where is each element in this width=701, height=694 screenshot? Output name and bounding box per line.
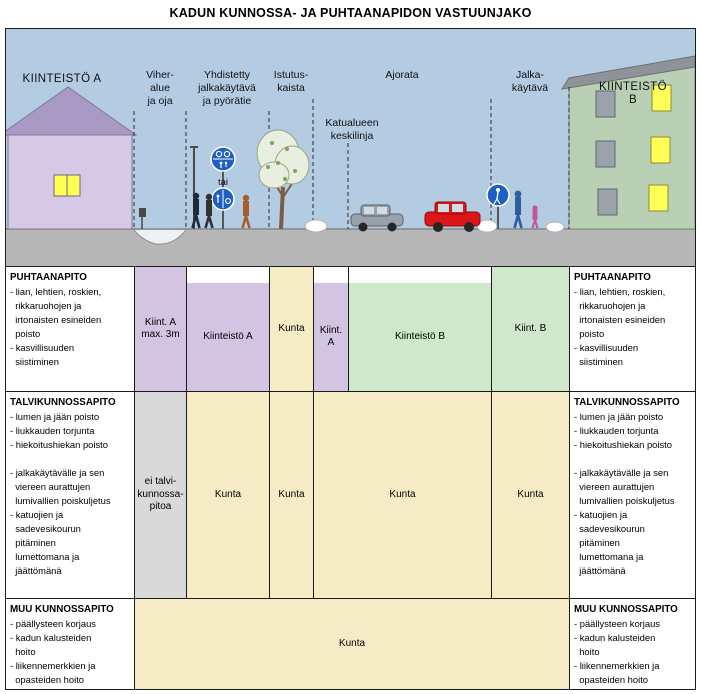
street-cross-section-illustration xyxy=(6,29,695,266)
row2-body-left: - lumen ja jään poisto - liukkauden torj… xyxy=(10,411,111,576)
row3-header-right: MUU KUNNOSSAPITO xyxy=(574,604,678,615)
row1-header-right: PUHTAANAPITO xyxy=(574,272,651,283)
label-yhdistetty-jalkakaytava: Yhdistetty jalkakäytävä ja pyörätie xyxy=(198,69,256,107)
cell-puhtaanapito-kunta: Kunta xyxy=(269,266,313,391)
cell-puhtaanapito-kiintB: Kiint. B xyxy=(491,266,569,391)
pedestrian-sign-icon xyxy=(486,183,510,229)
label-istutuskaista: Istutus- kaista xyxy=(273,69,309,94)
row2-header-right: TALVIKUNNOSSAPITO xyxy=(574,397,680,408)
label-jalkakaytava: Jalka- käytävä xyxy=(511,69,549,94)
ditch xyxy=(133,229,187,245)
responsibility-table: PUHTAANAPITO - lian, lehtien, roskien, r… xyxy=(6,266,695,689)
label-katualueen-keskilinja: Katualueen keskilinja xyxy=(325,117,379,142)
label-viheralue-ja-oja: Viher- alue ja oja xyxy=(146,69,174,107)
row3-header-left: MUU KUNNOSSAPITO xyxy=(10,604,114,615)
mailbox xyxy=(139,208,146,229)
lamp-post xyxy=(190,146,198,229)
car-red xyxy=(424,201,481,232)
row3-desc-right: MUU KUNNOSSAPITO - päällysteen korjaus -… xyxy=(569,598,695,689)
cell-muu-kunta: Kunta xyxy=(134,598,569,689)
window-yellow xyxy=(648,184,669,212)
window-gray xyxy=(595,90,616,118)
cell-talvi-ei-kunnossapitoa: ei talvi- kunnossa- pitoa xyxy=(134,391,186,598)
cell-puhtaanapito-kiinteistoB: Kiinteistö B xyxy=(348,266,491,391)
row3-desc-left: MUU KUNNOSSAPITO - päällysteen korjaus -… xyxy=(6,598,134,689)
building-b xyxy=(560,55,695,230)
window-gray xyxy=(597,188,618,216)
row1-desc-right: PUHTAANAPITO - lian, lehtien, roskien, r… xyxy=(569,266,695,391)
label-ajorata: Ajorata xyxy=(385,69,419,81)
tree xyxy=(256,129,310,230)
cell-talvi-kunta-jalkakaytava-b: Kunta xyxy=(491,391,569,598)
pedestrian xyxy=(191,192,201,229)
car-gray xyxy=(350,204,404,232)
label-kiinteisto-a: KIINTEISTÖ A xyxy=(22,73,102,85)
responsibility-figure: KIINTEISTÖ A Viher- alue ja oja Yhdistet… xyxy=(5,28,696,690)
cell-puhtaanapito-kiintA-max3m: Kiint. A max. 3m xyxy=(134,266,186,391)
cell-talvi-kunta-istutuskaista: Kunta xyxy=(269,391,313,598)
row3-body-left: - päällysteen korjaus - kadun kalusteide… xyxy=(10,618,96,685)
pedestrian xyxy=(204,193,214,229)
window-gray xyxy=(595,140,616,168)
ground xyxy=(6,229,695,266)
row1-header-left: PUHTAANAPITO xyxy=(10,272,87,283)
row2-header-left: TALVIKUNNOSSAPITO xyxy=(10,397,116,408)
building-a xyxy=(6,86,138,230)
label-tai: tai xyxy=(217,177,229,188)
row1-desc-left: PUHTAANAPITO - lian, lehtien, roskien, r… xyxy=(6,266,134,391)
cell-talvi-kunta-jalkakaytava: Kunta xyxy=(186,391,269,598)
row1-body-left: - lian, lehtien, roskien, rikkaruohojen … xyxy=(10,286,102,367)
cell-puhtaanapito-kiintA: Kiint. A xyxy=(313,266,348,391)
label-kiinteisto-b: KIINTEISTÖ B xyxy=(599,81,667,106)
row2-body-right: - lumen ja jään poisto - liukkauden torj… xyxy=(574,411,675,576)
row1-body-right: - lian, lehtien, roskien, rikkaruohojen … xyxy=(574,286,666,367)
pedestrian-child xyxy=(531,205,539,229)
page-title: KADUN KUNNOSSA- JA PUHTAANAPIDON VASTUUN… xyxy=(169,6,532,20)
row3-body-right: - päällysteen korjaus - kadun kalusteide… xyxy=(574,618,660,685)
cell-puhtaanapito-kiinteistoA: Kiinteistö A xyxy=(186,266,269,391)
window-yellow xyxy=(650,136,671,164)
row2-desc-right: TALVIKUNNOSSAPITO - lumen ja jään poisto… xyxy=(569,391,695,598)
snow-piles xyxy=(304,219,565,233)
cell-talvi-kunta-ajorata: Kunta xyxy=(313,391,491,598)
combined-path-sign-alt-icon xyxy=(211,187,235,211)
row2-desc-left: TALVIKUNNOSSAPITO - lumen ja jään poisto… xyxy=(6,391,134,598)
pedestrian xyxy=(241,194,251,229)
pedestrian xyxy=(513,190,523,229)
combined-path-sign-icon xyxy=(210,146,236,229)
zone-boundary-lines xyxy=(133,87,570,229)
window-yellow xyxy=(651,84,672,112)
